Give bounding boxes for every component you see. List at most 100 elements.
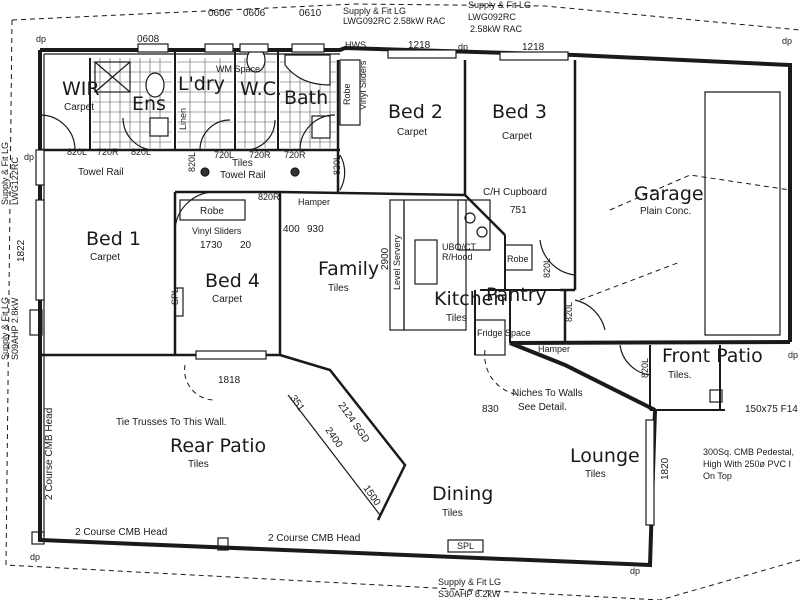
label-dp-top-right: dp: [782, 36, 792, 46]
room-bed2: Bed 2: [388, 101, 443, 123]
room-garage: Garage: [634, 183, 704, 205]
fixtures: [29, 47, 723, 553]
dim-bed4-20: 20: [240, 240, 252, 251]
note-supply-bottom-b: S30AHP 8.2kW: [438, 589, 501, 599]
dim-751: 751: [510, 205, 527, 216]
dim-door-820l-f: 820L: [564, 302, 574, 322]
room-bed3-floor: Carpet: [502, 131, 532, 142]
room-bed4-floor: Carpet: [212, 294, 242, 305]
label-wm-space: WM Space: [216, 64, 260, 74]
label-pedestal-1: 300Sq. CMB Pedestal,: [703, 447, 794, 457]
label-level-servery: Level Servery: [392, 234, 402, 290]
dim-door-820l-e: 820L: [542, 258, 552, 278]
label-rhood: R/Hood: [442, 252, 473, 262]
label-hamper: Hamper: [298, 197, 330, 207]
room-bed1-floor: Carpet: [90, 252, 120, 263]
room-bed1: Bed 1: [86, 228, 141, 250]
room-dining-floor: Tiles: [442, 508, 463, 519]
label-ubo-ct: UBO/CT: [442, 242, 477, 252]
dim-1500: 1500: [361, 483, 383, 508]
note-supply-left: Supply & Fit LG: [0, 142, 10, 205]
label-dp-right: dp: [788, 350, 798, 360]
dim-window-1218-b: 1218: [522, 42, 545, 53]
dim-family-2900: 2900: [380, 247, 391, 270]
label-robe-bed4: Robe: [200, 206, 224, 217]
note-supply-right: Supply & Fit LG: [0, 297, 10, 360]
roof-outline: [5, 3, 800, 600]
dim-830: 830: [482, 404, 499, 415]
dim-family-930: 930: [307, 224, 324, 235]
label-hamper-2: Hamper: [538, 344, 570, 354]
label-pedestal-3: On Top: [703, 471, 732, 481]
label-dp-bottom-left: dp: [30, 552, 40, 562]
label-towel-rail-1: Towel Rail: [78, 167, 124, 178]
room-dining: Dining: [432, 483, 493, 505]
label-cmb-head-3: 2 Course CMB Head: [44, 408, 55, 500]
dim-door-820l-g: 820L: [640, 358, 650, 378]
note-supply-bottom: Supply & Fit LG: [438, 577, 501, 587]
room-wir: WIR: [62, 78, 100, 100]
label-see-detail: See Detail.: [518, 402, 567, 413]
room-bed4: Bed 4: [205, 270, 260, 292]
room-garage-floor: Plain Conc.: [640, 206, 691, 217]
label-dp-top-left: dp: [36, 34, 46, 44]
label-cmb-head-1: 2 Course CMB Head: [75, 527, 167, 538]
dim-door-820l-d: 820L: [332, 155, 342, 175]
room-bed2-floor: Carpet: [397, 127, 427, 138]
sliding-door-line: [279, 353, 407, 521]
label-cmb-head-2: 2 Course CMB Head: [268, 533, 360, 544]
dim-door-820r: 820R: [258, 192, 280, 202]
dim-window-0608: 0608: [137, 34, 160, 45]
note-supply-top-1: Supply & Fit LG: [343, 6, 406, 16]
label-vinyl-sliders-bed4: Vinyl Sliders: [192, 226, 242, 236]
dim-family-400: 400: [283, 224, 300, 235]
dim-door-720r-b: 720R: [249, 150, 271, 160]
room-pantry: Pantry: [486, 284, 547, 306]
room-kitchen: Kitchen: [434, 288, 505, 310]
label-ch-cupboard: C/H Cupboard: [483, 187, 547, 198]
dim-window-0606-a: 0606: [208, 8, 231, 19]
room-bed3: Bed 3: [492, 101, 547, 123]
room-front-patio: Front Patio: [662, 345, 763, 367]
dim-window-0606-b: 0606: [243, 8, 266, 19]
label-tiles-hall: Tiles: [232, 158, 253, 169]
room-wir-floor: Carpet: [64, 102, 94, 113]
label-pedestal-2: High With 250ø PVC I: [703, 459, 791, 469]
note-supply-top-2c: 2.58kW RAC: [470, 24, 523, 34]
label-fridge-space: Fridge Space: [477, 328, 531, 338]
dim-door-820l-c: 820L: [187, 152, 197, 172]
label-tie-trusses: Tie Trusses To This Wall.: [116, 417, 227, 428]
room-kitchen-floor: Tiles: [446, 313, 467, 324]
interior-walls: [40, 50, 725, 411]
label-dp-left: dp: [24, 152, 34, 162]
dim-1818: 1818: [218, 375, 241, 386]
dim-2400: 2400: [323, 425, 345, 450]
room-lounge-floor: Tiles: [585, 469, 606, 480]
label-vinyl-sliders-bed2: Vinyl Sliders: [358, 60, 368, 110]
room-wc: W.C.: [240, 78, 282, 100]
room-bath: Bath: [284, 87, 328, 109]
wet-area-tiles: [92, 58, 336, 148]
room-rear-patio-floor: Tiles: [188, 459, 209, 470]
label-post-size: 150x75 F14: [745, 404, 798, 415]
room-family: Family: [318, 258, 379, 280]
label-spl: SPL: [170, 288, 180, 305]
dim-door-820l-b: 820L: [131, 147, 151, 157]
label-robe-bed2: Robe: [342, 83, 352, 105]
door-swings: [39, 114, 651, 401]
note-supply-right-b: S09AHP 2.8kW: [10, 297, 20, 360]
dim-door-720l: 720L: [214, 150, 234, 160]
dim-351: 351: [288, 393, 307, 413]
dim-window-1218-a: 1218: [408, 40, 431, 51]
note-supply-top-1b: LWG092RC 2.58kW RAC: [343, 16, 446, 26]
label-spl-bottom: SPL: [457, 541, 474, 551]
label-towel-rail-2: Towel Rail: [220, 170, 266, 181]
note-supply-left-b: LWG122RC: [10, 157, 20, 205]
dim-door-820l-a: 820L: [67, 147, 87, 157]
dim-bed4-1730: 1730: [200, 240, 223, 251]
dim-1820: 1820: [660, 457, 671, 480]
label-robe-bed3: Robe: [507, 254, 529, 264]
note-supply-top-2: Supply & Fit LG: [468, 0, 531, 10]
room-lounge: Lounge: [570, 445, 640, 467]
